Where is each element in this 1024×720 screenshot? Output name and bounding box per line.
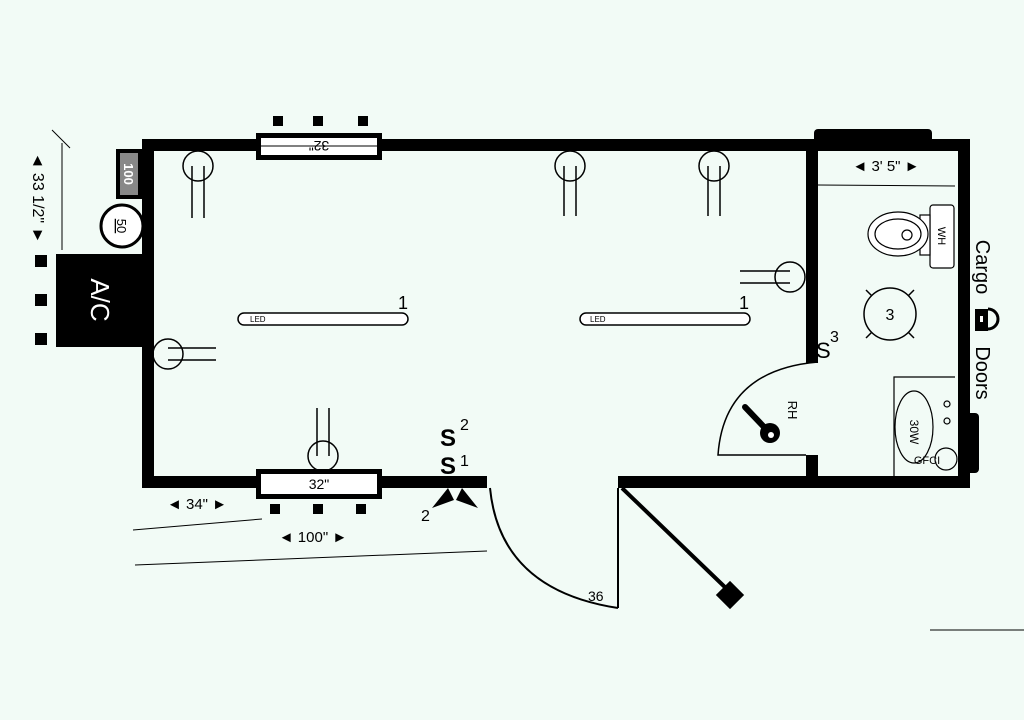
breaker-label: 50	[114, 219, 129, 233]
key-icon	[742, 404, 780, 443]
bathroom-door	[717, 361, 819, 456]
window-top-label: 32"	[309, 138, 330, 154]
dim-ac: ◄ 33 1/2" ►	[29, 153, 46, 244]
entry-door	[489, 486, 732, 609]
ac-label: A/C	[85, 278, 115, 321]
rh-label: RH	[785, 401, 800, 420]
dim-34: ◄ 34" ►	[167, 496, 227, 513]
switch-2-num: 2	[460, 417, 469, 434]
led-light-left	[237, 312, 409, 326]
switch-2: S	[440, 425, 456, 452]
switch-3: S	[816, 338, 831, 363]
sink-icon	[893, 376, 958, 476]
switch-1: S	[440, 453, 456, 480]
window-bottom-label: 32"	[309, 476, 330, 492]
toilet-icon	[867, 204, 955, 269]
door-width-label: 36	[588, 588, 604, 604]
door-number: 2	[421, 508, 430, 525]
window-top: 32"	[256, 116, 382, 160]
led-right-label: LED	[590, 315, 606, 324]
dim-100: ◄ 100" ►	[279, 529, 347, 546]
led-right-num: 1	[739, 293, 749, 313]
led-left-label: LED	[250, 315, 266, 324]
panel-label: 100	[121, 163, 136, 185]
door-stop	[715, 580, 745, 610]
door-marker-icon	[432, 488, 478, 508]
gfci-label: GFCI	[914, 455, 940, 467]
sink-label: 30W	[907, 420, 921, 445]
outlets	[152, 150, 806, 472]
water-heater-label: WH	[935, 227, 947, 245]
cargo-label: Cargo	[971, 240, 993, 294]
led-light-right	[579, 312, 751, 326]
fan-number: 3	[886, 307, 895, 324]
led-left-num: 1	[398, 293, 408, 313]
ac-unit	[56, 254, 148, 347]
dim-bathroom: ◄ 3' 5" ►	[852, 158, 919, 175]
walls	[142, 129, 979, 488]
ac-markers	[35, 255, 47, 345]
exhaust-fan-icon	[863, 287, 917, 341]
lock-icon	[975, 307, 1000, 331]
breaker-icon	[99, 203, 145, 249]
window-bottom: 32"	[256, 469, 382, 514]
doors-label: Doors	[971, 346, 993, 399]
switch-1-num: 1	[460, 453, 469, 470]
switch-3-num: 3	[830, 329, 839, 346]
